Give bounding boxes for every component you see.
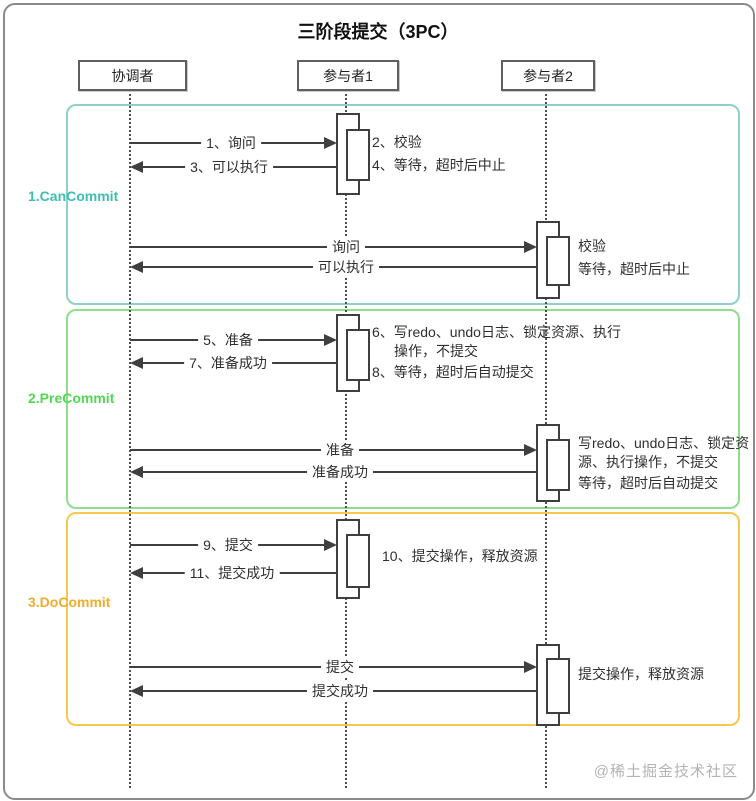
note-cancommit-p1-check: 2、校验	[372, 134, 422, 150]
phase-precommit-label: 2.PreCommit	[28, 390, 115, 406]
outer-frame	[3, 3, 755, 800]
note-docommit-p1-commit: 10、提交操作，释放资源	[382, 548, 538, 564]
msg-docommit-p1-response: 11、提交成功	[184, 563, 280, 583]
watermark: @稀土掘金技术社区	[593, 763, 738, 780]
arrowhead-right-icon	[524, 444, 537, 456]
actor-participant1: 参与者1	[297, 60, 399, 91]
msg-precommit-p1-response: 7、准备成功	[184, 353, 272, 373]
lifeline-participant1	[345, 89, 347, 788]
arrowhead-right-icon	[524, 241, 537, 253]
arrowhead-left-icon	[130, 357, 143, 369]
arrowhead-right-icon	[324, 137, 337, 149]
note-docommit-p2-commit: 提交操作，释放资源	[578, 666, 704, 682]
note-precommit-p2-redo: 写redo、undo日志、锁定资源、执行操作，不提交	[578, 435, 750, 470]
note-precommit-p1-redo: 6、写redo、undo日志、锁定资源、执行操作，不提交	[372, 324, 621, 359]
actor-coordinator: 协调者	[78, 60, 187, 91]
phase-cancommit-box	[66, 104, 740, 305]
arrowhead-left-icon	[130, 161, 143, 173]
arrowhead-right-icon	[324, 334, 337, 346]
activation-p1-precommit-inner	[346, 329, 370, 381]
arrowhead-right-icon	[524, 661, 537, 673]
activation-p1-cancommit-inner	[346, 129, 370, 181]
activation-p2-docommit-inner	[546, 658, 570, 714]
note-cancommit-p1-wait: 4、等待，超时后中止	[372, 157, 506, 173]
note-cancommit-p2-check: 校验	[578, 238, 606, 254]
note-precommit-p2-wait: 等待，超时后自动提交	[578, 475, 718, 491]
msg-docommit-p2-response: 提交成功	[307, 681, 373, 701]
lifeline-coordinator	[129, 89, 131, 788]
msg-precommit-p2-response: 准备成功	[307, 462, 373, 482]
activation-p2-precommit-inner	[546, 439, 570, 491]
note-cancommit-p2-wait: 等待，超时后中止	[578, 261, 690, 277]
diagram-title: 三阶段提交（3PC）	[297, 22, 459, 42]
msg-docommit-p2-request: 提交	[321, 657, 359, 677]
phase-docommit-label: 3.DoCommit	[28, 594, 111, 610]
phase-docommit-box	[66, 512, 740, 726]
arrowhead-left-icon	[130, 261, 143, 273]
arrowhead-left-icon	[130, 567, 143, 579]
msg-cancommit-p1-response: 3、可以执行	[185, 157, 273, 177]
activation-p2-cancommit-inner	[546, 236, 570, 286]
msg-precommit-p1-request: 5、准备	[198, 330, 258, 350]
arrowhead-right-icon	[324, 539, 337, 551]
actor-participant2: 参与者2	[501, 60, 595, 91]
msg-cancommit-p1-request: 1、询问	[201, 133, 261, 153]
note-precommit-p1-wait: 8、等待，超时后自动提交	[372, 364, 534, 380]
activation-p1-docommit-inner	[346, 534, 370, 588]
arrowhead-left-icon	[130, 685, 143, 697]
phase-cancommit-label: 1.CanCommit	[28, 188, 119, 204]
msg-cancommit-p2-request: 询问	[327, 237, 365, 257]
msg-docommit-p1-request: 9、提交	[198, 535, 258, 555]
arrowhead-left-icon	[130, 466, 143, 478]
msg-precommit-p2-request: 准备	[321, 440, 359, 460]
msg-cancommit-p2-response: 可以执行	[313, 257, 379, 277]
phase-precommit-box	[66, 309, 740, 509]
